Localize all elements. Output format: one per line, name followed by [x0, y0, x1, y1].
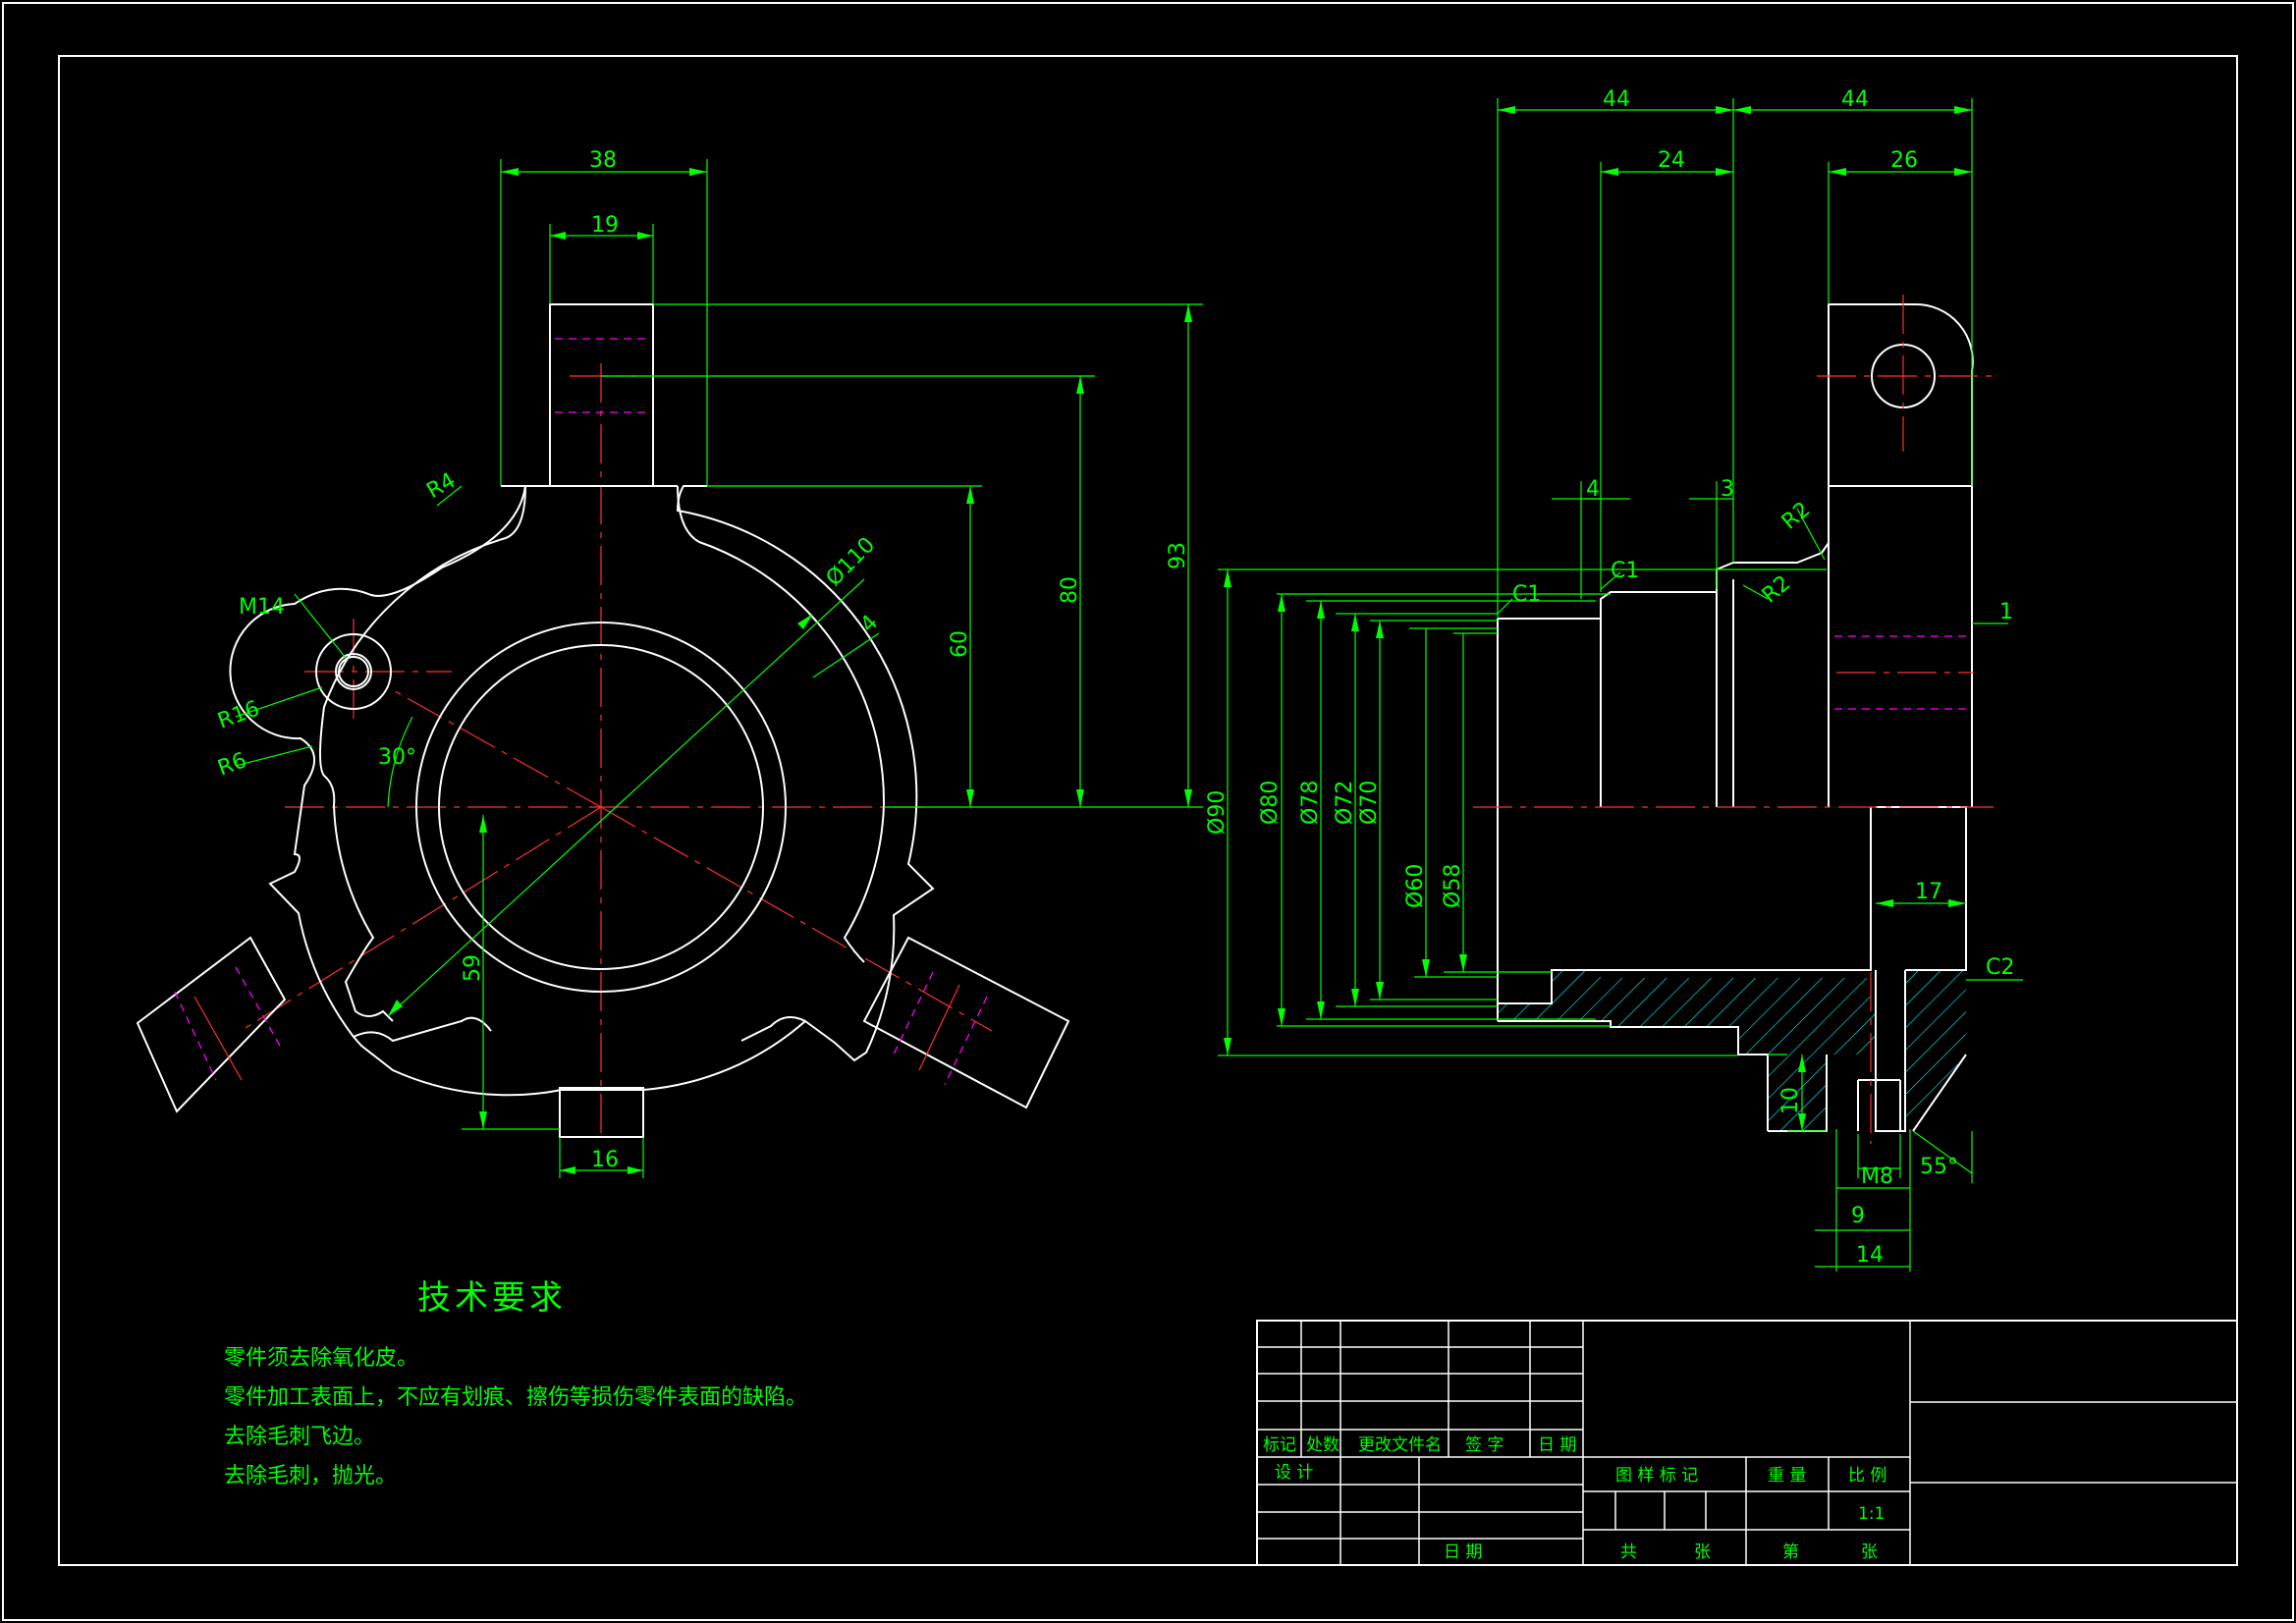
- side-dimensions: [1218, 98, 2023, 1271]
- dim-side-44-right: 44: [1841, 87, 1869, 112]
- tech-title: 技术要求: [417, 1278, 567, 1318]
- side-hatched-section: [1498, 970, 1966, 1131]
- tb-signature: 签 字: [1465, 1435, 1503, 1455]
- dim-80: 80: [1058, 576, 1082, 604]
- dim-side-55-deg: 55°: [1920, 1155, 1958, 1179]
- dim-side-26: 26: [1890, 148, 1918, 173]
- dim-m14: M14: [239, 595, 285, 620]
- dim-side-c2: C2: [1986, 955, 2014, 980]
- side-hidden-lines: [1834, 635, 1969, 710]
- front-hidden-lines: [174, 338, 988, 1086]
- dim-side-24: 24: [1658, 148, 1685, 173]
- dim-dia58: Ø58: [1441, 864, 1465, 908]
- tb-sheets: 张: [1694, 1542, 1711, 1562]
- dim-dia70: Ø70: [1357, 781, 1382, 825]
- dim-dia90: Ø90: [1205, 790, 1230, 835]
- dim-side-c1-lower: C1: [1512, 582, 1541, 607]
- tb-scale: 比 例: [1848, 1466, 1886, 1486]
- side-view: 44 44 24 26 4 3 C1 C1 R2 R2 1 Ø90 Ø80 Ø7…: [1205, 87, 2023, 1271]
- dim-side-44-left: 44: [1603, 87, 1630, 112]
- front-outline: [136, 303, 1070, 1138]
- front-arrowheads: [388, 168, 1192, 1174]
- tb-design: 设 计: [1275, 1463, 1313, 1483]
- dim-side-4: 4: [1586, 477, 1600, 502]
- tech-line-1: 零件须去除氧化皮。: [224, 1346, 418, 1371]
- dim-dia72: Ø72: [1333, 781, 1357, 825]
- tb-sheet-no: 第: [1782, 1542, 1799, 1562]
- tb-marker: 标记: [1263, 1435, 1296, 1455]
- dim-side-10: 10: [1778, 1087, 1803, 1114]
- dim-38: 38: [589, 148, 617, 173]
- dim-19: 19: [591, 213, 619, 238]
- side-arrowheads: [1224, 106, 1972, 1131]
- front-dimensions: [235, 159, 1203, 1178]
- title-block: 标记 处数 更改文件名 签 字 日 期 设 计 日 期 图 样 标 记 重 量 …: [1256, 1320, 2238, 1566]
- dim-side-17: 17: [1915, 880, 1942, 904]
- dim-60: 60: [948, 630, 972, 658]
- dim-side-c1-upper: C1: [1611, 559, 1639, 583]
- tb-weight: 重 量: [1768, 1466, 1806, 1486]
- side-outline: [1497, 302, 1974, 1132]
- dim-59: 59: [461, 954, 485, 982]
- tb-scale-value: 1:1: [1858, 1504, 1885, 1524]
- tb-sheets2: 张: [1861, 1542, 1878, 1562]
- tb-date: 日 期: [1538, 1435, 1576, 1455]
- dim-30-deg: 30°: [378, 745, 416, 770]
- dim-dia60: Ø60: [1403, 864, 1428, 908]
- tb-count: 处数: [1306, 1435, 1339, 1455]
- dim-dia78: Ø78: [1298, 781, 1323, 825]
- front-centerlines: [240, 363, 993, 1139]
- dim-side-m8: M8: [1861, 1164, 1893, 1189]
- dim-dia80: Ø80: [1258, 781, 1283, 825]
- dim-side-14: 14: [1856, 1243, 1884, 1268]
- tech-line-3: 去除毛刺飞边。: [224, 1425, 375, 1449]
- tb-change-doc: 更改文件名: [1358, 1435, 1442, 1455]
- tb-total: 共: [1620, 1542, 1637, 1562]
- dim-93: 93: [1166, 542, 1190, 569]
- tech-line-2: 零件加工表面上，不应有划痕、擦伤等损伤零件表面的缺陷。: [224, 1385, 807, 1410]
- tb-date2: 日 期: [1444, 1542, 1482, 1562]
- side-centerlines: [1473, 295, 1994, 1144]
- technical-requirements: 技术要求 零件须去除氧化皮。 零件加工表面上，不应有划痕、擦伤等损伤零件表面的缺…: [224, 1278, 807, 1488]
- tech-line-4: 去除毛刺，抛光。: [224, 1464, 397, 1488]
- dim-16: 16: [591, 1148, 619, 1172]
- dim-side-3: 3: [1721, 477, 1734, 502]
- tb-drawing-mark: 图 样 标 记: [1615, 1466, 1698, 1486]
- dim-side-9: 9: [1851, 1204, 1865, 1228]
- dim-side-1: 1: [1999, 600, 2013, 624]
